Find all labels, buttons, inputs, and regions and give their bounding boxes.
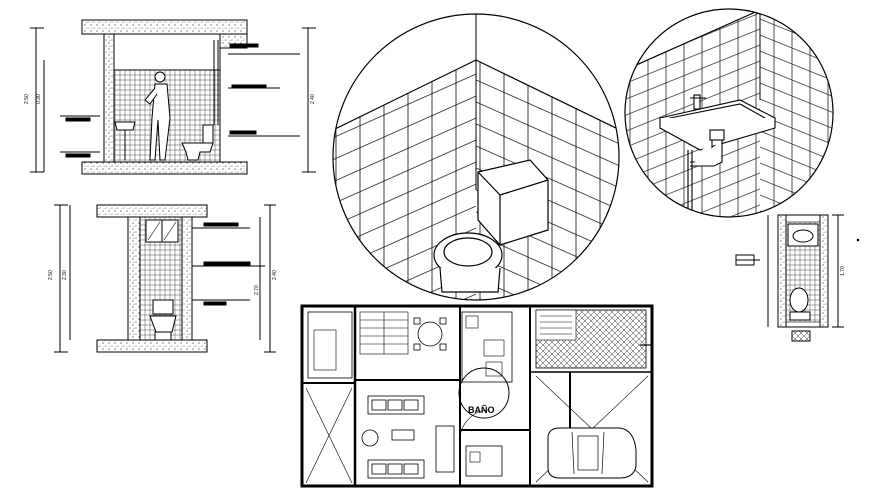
elev-a-dim-partial: 0.30: [36, 94, 42, 104]
toilet-elevation-icon: [181, 124, 214, 161]
human-figure-icon: [144, 71, 171, 161]
elev-a-dim-total: 2.50: [24, 94, 30, 104]
elev-a-dim-right: 2.40: [310, 94, 316, 104]
dining-table-icon: [413, 317, 447, 351]
bathroom-plan-small: [735, 214, 860, 342]
armchair-icon: [361, 429, 379, 447]
toilet-elevation-b-icon: [149, 299, 177, 341]
elev-b-dim-total: 2.50: [48, 270, 54, 280]
elev-b-dim-partial: 2.30: [62, 270, 68, 280]
bathroom-elevation-b: [54, 204, 276, 353]
coffee-table-icon: [391, 429, 415, 441]
car-icon: [547, 427, 637, 479]
toilet-plan-icon: [789, 287, 811, 321]
sofa-icon: [367, 395, 425, 415]
sink-iso-icon: [658, 94, 777, 217]
window-icon: [145, 219, 179, 243]
house-floor-plan: [300, 304, 654, 488]
bathroom-room-label: BAÑO: [468, 405, 495, 415]
sink-isometric-detail: [624, 8, 834, 218]
sink-plan-icon: [787, 223, 819, 247]
toilet-iso-icon: [433, 159, 549, 293]
sink-elevation-icon: [114, 121, 136, 160]
toilet-isometric-detail: [332, 13, 620, 301]
stairs-icon: [359, 311, 409, 355]
elev-b-dim-right: 2.40: [272, 270, 278, 280]
bathroom-elevation-a: [30, 19, 316, 175]
elev-b-dim-right-inner: 2.70: [254, 285, 260, 295]
sofa-bottom-icon: [367, 459, 425, 479]
bath-plan-dim-right: 1.70: [840, 266, 846, 276]
